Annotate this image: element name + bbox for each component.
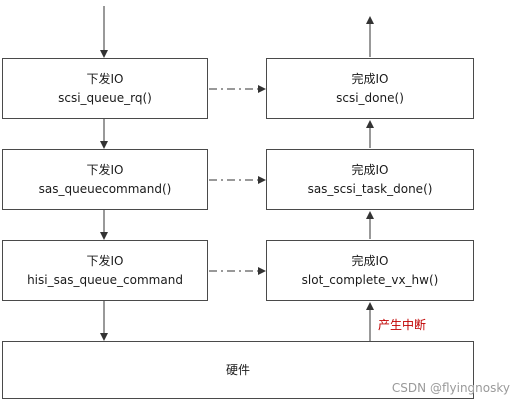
interrupt-label: 产生中断 [378,318,427,332]
complete-box-sas-scsi-task-done: 完成IO sas_scsi_task_done() [266,149,474,210]
submit-box-scsi-queue-rq: 下发IO scsi_queue_rq() [2,58,208,119]
complete-box-title: 完成IO [351,162,389,177]
submit-box-title: 下发IO [86,71,124,86]
complete-box-scsi-done: 完成IO scsi_done() [266,58,474,119]
submit-box-sas-queuecommand: 下发IO sas_queuecommand() [2,149,208,210]
submit-box-hisi-sas-queue-command: 下发IO hisi_sas_queue_command [2,240,208,301]
submit-box-title: 下发IO [86,253,124,268]
complete-box-title: 完成IO [351,71,389,86]
complete-box-function: scsi_done() [336,90,404,105]
complete-box-function: sas_scsi_task_done() [307,181,433,196]
hardware-box: 硬件 [2,341,474,399]
submit-box-function: sas_queuecommand() [38,181,172,196]
watermark: CSDN @flyingnosky [391,381,510,395]
submit-box-function: hisi_sas_queue_command [27,272,183,287]
complete-box-slot-complete-vx-hw: 完成IO slot_complete_vx_hw() [266,240,474,301]
complete-box-title: 完成IO [351,253,389,268]
submit-box-title: 下发IO [86,162,124,177]
complete-box-function: slot_complete_vx_hw() [301,272,439,287]
hardware-label: 硬件 [225,362,250,377]
submit-box-function: scsi_queue_rq() [58,90,152,105]
